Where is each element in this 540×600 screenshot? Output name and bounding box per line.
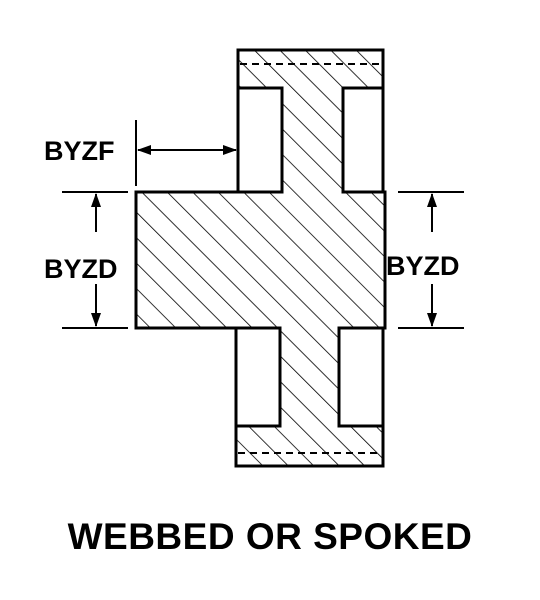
upper-left-cavity (236, 86, 284, 194)
lower-left-cavity (234, 326, 282, 428)
figure-caption: WEBBED OR SPOKED (67, 516, 473, 557)
byzf-label: BYZF (44, 136, 115, 166)
upper-right-cavity (341, 86, 385, 194)
left-byzd-label: BYZD (44, 254, 118, 284)
right-byzd-label: BYZD (386, 251, 460, 281)
lower-right-cavity (337, 326, 385, 428)
